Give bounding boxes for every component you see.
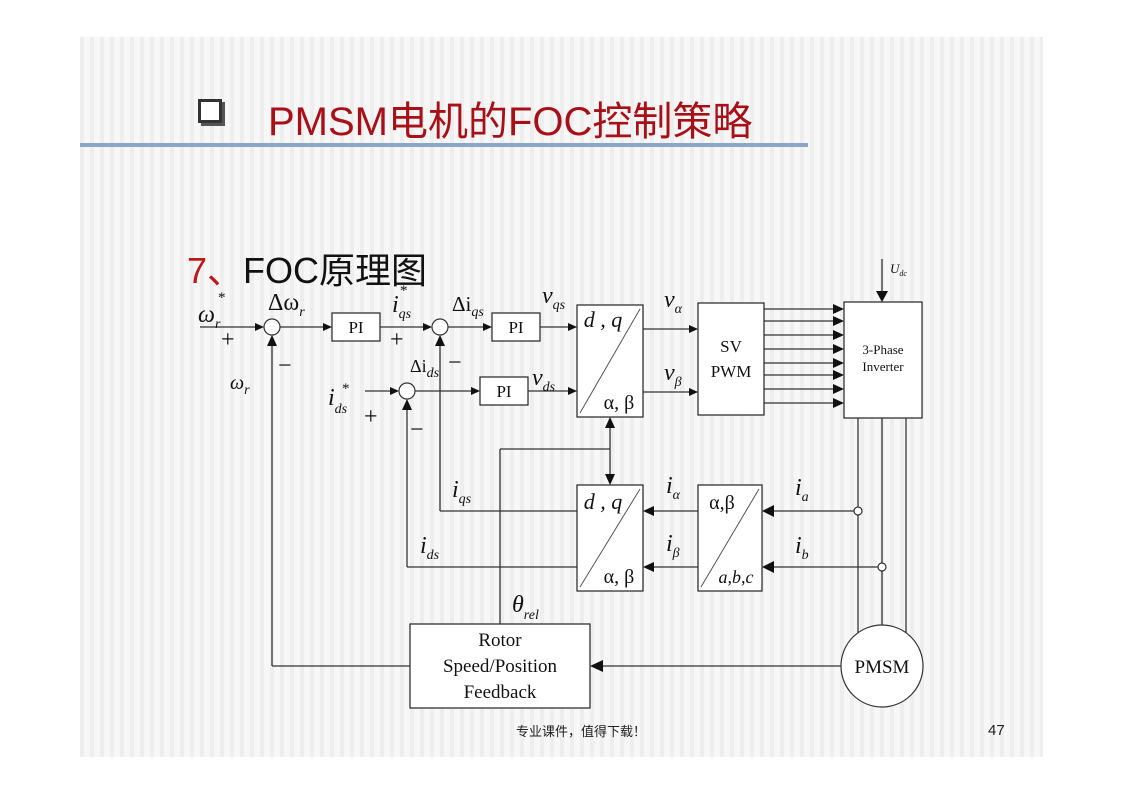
svg-text:vqs: vqs — [542, 283, 566, 313]
svg-text:vα: vα — [664, 287, 683, 317]
pi-speed-block — [331, 312, 381, 342]
svg-text:ids: ids — [328, 385, 348, 417]
svg-text:ωr: ωr — [230, 372, 250, 398]
square-bullet-icon — [198, 99, 222, 123]
pmsm-label: PMSM — [855, 657, 910, 678]
feedback-label-line3: Feedback — [464, 682, 537, 703]
svg-text:*: * — [218, 290, 226, 306]
svpwm-label-pwm: PWM — [711, 362, 752, 381]
page-number: 47 — [988, 722, 1005, 739]
svg-text:*: * — [342, 381, 350, 397]
svpwm-block — [697, 302, 765, 416]
pi-id-block — [479, 376, 529, 406]
svg-text:ωr: ωr — [198, 302, 221, 332]
svpwm-label-sv: SV — [720, 337, 742, 356]
signal-labels: ωr * + Δωr − ωr iqs * + Δiqs vqs Δids − … — [198, 261, 907, 623]
svg-text:+: + — [390, 327, 404, 353]
svg-text:Udc: Udc — [890, 261, 907, 278]
arrowheads — [255, 291, 888, 672]
signal-wires — [200, 259, 907, 667]
pi-speed-label: PI — [348, 318, 363, 337]
inverse-park-top-label: d , q — [584, 307, 623, 332]
svg-text:+: + — [364, 404, 378, 430]
pi-id-label: PI — [496, 382, 511, 401]
inverse-park-bottom-label: α, β — [604, 392, 635, 414]
svg-text:Δωr: Δωr — [268, 290, 305, 320]
svg-text:ids: ids — [420, 533, 440, 563]
park-diagonal — [579, 488, 641, 588]
svg-text:+: + — [221, 327, 235, 353]
park-top-label: d , q — [584, 489, 623, 514]
clarke-top-label: α,β — [709, 492, 735, 514]
inverter-label-line1: 3-Phase — [862, 342, 903, 357]
section-number: 7、 — [187, 250, 244, 291]
feedback-label-line2: Speed/Position — [443, 656, 558, 677]
svg-text:vds: vds — [532, 365, 556, 395]
svg-text:θrel: θrel — [512, 592, 539, 623]
foc-block-diagram: PI PI PI d , q α, β SV PWM 3-Phase Inver… — [198, 259, 924, 709]
title-underline — [80, 143, 808, 147]
svg-text:Δids: Δids — [410, 356, 440, 381]
svg-text:iβ: iβ — [666, 531, 680, 561]
clarke-diagonal — [700, 488, 760, 588]
svg-text:ia: ia — [795, 475, 809, 505]
svg-text:−: − — [448, 350, 462, 376]
svg-text:iqs: iqs — [392, 292, 412, 322]
park-bottom-label: α, β — [604, 566, 635, 588]
speed-summing-junction — [263, 318, 281, 336]
svg-text:vβ: vβ — [664, 360, 682, 390]
svg-text:−: − — [278, 353, 292, 379]
svg-text:iqs: iqs — [452, 477, 472, 507]
svg-text:iα: iα — [666, 473, 681, 503]
feedback-label-line1: Rotor — [478, 630, 522, 651]
iq-summing-junction — [431, 318, 449, 336]
section-heading: 7、FOC原理图 — [187, 242, 427, 294]
junction-dot-ib — [877, 562, 887, 572]
clarke-bottom-label: a,b,c — [719, 567, 754, 587]
slide-title: PMSM电机的FOC控制策略 — [268, 100, 753, 144]
footer-note: 专业课件，值得下载！ — [516, 725, 647, 740]
svg-text:Δiqs: Δiqs — [452, 292, 484, 320]
inverse-park-diagonal — [579, 308, 641, 414]
svg-text:ib: ib — [795, 533, 809, 563]
id-summing-junction — [398, 382, 416, 400]
inverter-label-line2: Inverter — [862, 359, 904, 374]
svg-text:*: * — [400, 283, 408, 299]
svg-text:−: − — [410, 417, 424, 443]
junction-dot-ia — [853, 506, 863, 516]
section-heading-text: FOC原理图 — [243, 250, 428, 291]
pi-iq-label: PI — [508, 318, 523, 337]
slide: PMSM电机的FOC控制策略 7、FOC原理图 — [80, 37, 1043, 757]
inverter-block — [843, 301, 923, 419]
